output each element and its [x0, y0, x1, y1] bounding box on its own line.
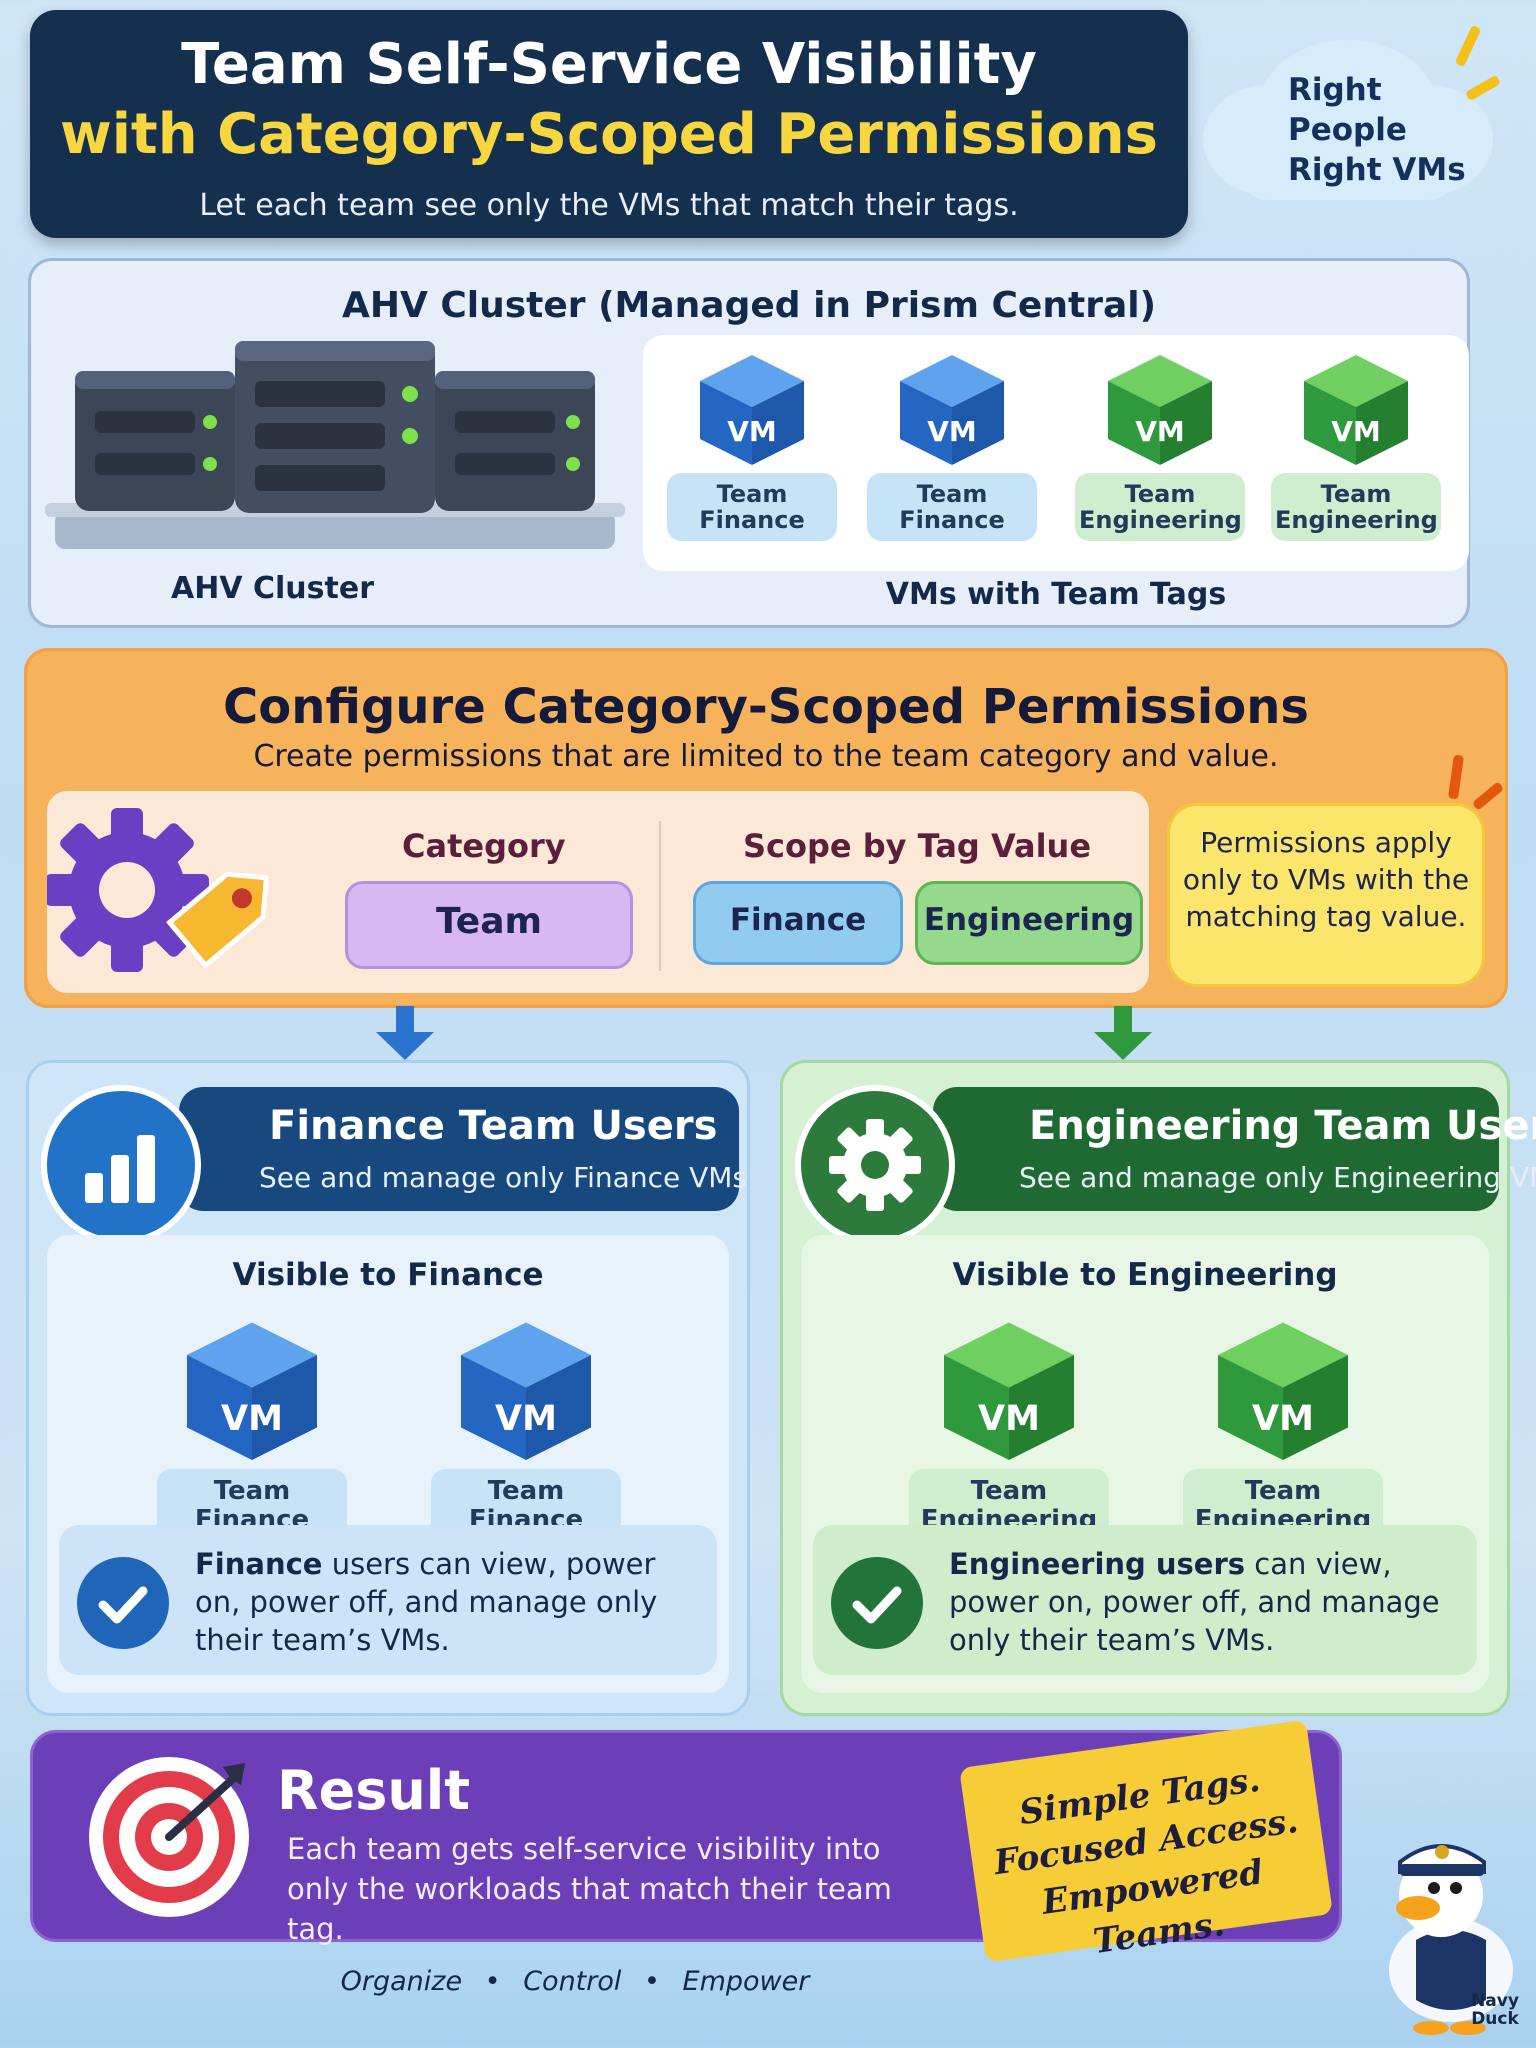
- cloud-callout: Right People Right VMs: [1198, 24, 1502, 210]
- arrow-down-icon: [1094, 1006, 1152, 1060]
- finance-visible-label: Visible to Finance: [232, 1257, 544, 1293]
- cloud-shape-icon: [1203, 40, 1493, 200]
- page-subtitle: Let each team see only the VMs that matc…: [199, 188, 1019, 223]
- arrow-down-icon: [376, 1006, 434, 1060]
- cluster-title: AHV Cluster (Managed in Prism Central): [341, 285, 1157, 326]
- engineering-panel: Engineering Team Users See and manage on…: [780, 1060, 1536, 1716]
- engineering-title: Engineering Team Users: [1029, 1103, 1536, 1149]
- vm-cube-icon: VM: [1108, 355, 1212, 465]
- mascot-label: Navy Duck: [1471, 1991, 1519, 2029]
- vm-cube-icon: VM: [1218, 1322, 1348, 1460]
- engineering-visible-label: Visible to Engineering: [952, 1257, 1338, 1293]
- result-panel: Result Each team gets self-service visib…: [30, 1719, 1342, 1963]
- spark-icon: [1471, 781, 1505, 811]
- finance-panel: Finance Team Users See and manage only F…: [26, 1060, 750, 1716]
- config-panel: Configure Category-Scoped Permissions Cr…: [24, 648, 1508, 1008]
- navy-duck-mascot-icon: [1389, 1844, 1513, 2035]
- result-title: Result: [277, 1759, 471, 1822]
- tagline-stamp: Simple Tags. Focused Access. Empowered T…: [959, 1719, 1333, 1963]
- category-label: Category: [402, 827, 566, 865]
- scope-finance-chip: Finance: [693, 881, 903, 965]
- header-banner: Team Self-Service Visibility with Catego…: [30, 10, 1188, 238]
- page-title-highlight: with Category-Scoped Permissions: [60, 102, 1158, 167]
- check-icon: [77, 1557, 169, 1649]
- config-title: Configure Category-Scoped Permissions: [223, 679, 1309, 735]
- engineering-banner: Engineering Team Users See and manage on…: [933, 1087, 1536, 1211]
- cluster-panel: AHV Cluster (Managed in Prism Central) A…: [28, 258, 1470, 628]
- footer-tagline: Organize • Control • Empower: [340, 1966, 810, 1997]
- gear-icon: [795, 1085, 955, 1245]
- vm-cube-icon: VM: [187, 1322, 317, 1460]
- finance-permission-note: Finance users can view, power on, power …: [59, 1525, 717, 1675]
- result-text: Each team gets self-service visibility i…: [287, 1832, 892, 1946]
- divider: [659, 821, 661, 971]
- cloud-text: Right People Right VMs: [1288, 72, 1466, 188]
- svg-text:VM: VM: [1252, 1399, 1314, 1439]
- server-rack-icon: [45, 341, 625, 549]
- finance-banner: Finance Team Users See and manage only F…: [179, 1087, 747, 1211]
- svg-text:VM: VM: [1135, 415, 1185, 448]
- cluster-label: AHV Cluster: [171, 571, 374, 606]
- engineering-subtitle: See and manage only Engineering VMs: [1019, 1161, 1536, 1194]
- finance-title: Finance Team Users: [269, 1103, 718, 1149]
- vm-list-label: VMs with Team Tags: [885, 577, 1227, 612]
- vm-cube-icon: VM: [900, 355, 1004, 465]
- scope-engineering-chip: Engineering: [915, 881, 1143, 965]
- scope-label: Scope by Tag Value: [742, 827, 1092, 865]
- svg-text:VM: VM: [927, 415, 977, 448]
- bar-chart-icon: [41, 1085, 201, 1245]
- svg-text:VM: VM: [221, 1399, 283, 1439]
- config-inner-card: Category Team Scope by Tag Value Finance…: [47, 791, 1149, 993]
- permissions-note: Permissions apply only to VMs with the m…: [1167, 803, 1485, 987]
- svg-text:VM: VM: [978, 1399, 1040, 1439]
- svg-text:VM: VM: [1331, 415, 1381, 448]
- vm-cube-icon: VM: [944, 1322, 1074, 1460]
- svg-text:VM: VM: [495, 1399, 557, 1439]
- check-icon: [831, 1557, 923, 1649]
- svg-text:VM: VM: [727, 415, 777, 448]
- vm-cube-icon: VM: [461, 1322, 591, 1460]
- vm-cube-icon: VM: [700, 355, 804, 465]
- vm-cube-icon: VM: [1304, 355, 1408, 465]
- page-title: Team Self-Service Visibility: [181, 32, 1037, 97]
- engineering-permission-note: Engineering users can view, power on, po…: [813, 1525, 1477, 1675]
- category-value-chip: Team: [345, 881, 633, 969]
- config-subtitle: Create permissions that are limited to t…: [253, 739, 1279, 774]
- finance-subtitle: See and manage only Finance VMs: [259, 1161, 747, 1194]
- target-icon: [89, 1757, 249, 1917]
- gear-tag-icon: [47, 808, 270, 972]
